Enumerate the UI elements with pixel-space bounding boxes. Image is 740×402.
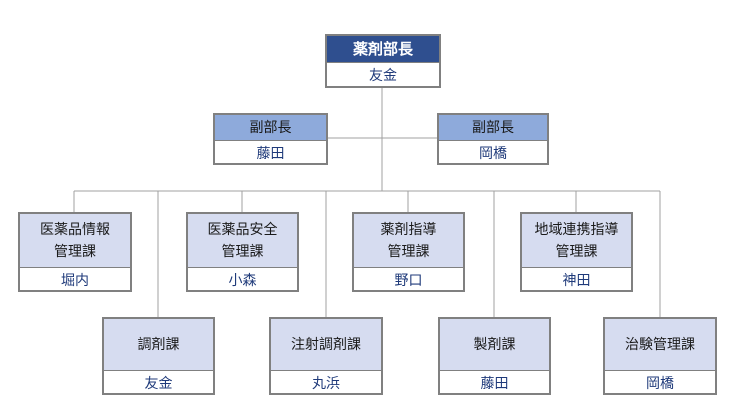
dept-box: 調剤課 友金 [102,317,215,395]
dept-box: 地域連携指導 管理課 神田 [520,212,633,292]
dept-title: 地域連携指導 管理課 [522,214,631,268]
dept-box: 注射調剤課 丸浜 [269,317,383,395]
vice-box-left: 副部長 藤田 [213,113,328,165]
dept-title: 製剤課 [440,319,549,371]
vice-title: 副部長 [215,115,326,141]
dept-box: 薬剤指導 管理課 野口 [352,212,465,292]
dept-name: 小森 [228,272,257,289]
dept-title-line: 薬剤指導 [380,221,437,238]
dept-title: 医薬品安全 管理課 [188,214,297,268]
vice-box-right: 副部長 岡橋 [437,113,549,165]
dept-name: 丸浜 [312,375,340,392]
dept-title-line: 医薬品安全 [207,221,278,238]
dept-box: 製剤課 藤田 [438,317,551,395]
dept-name: 岡橋 [646,375,674,392]
dept-title: 治験管理課 [605,319,715,371]
dept-title-line: 管理課 [54,243,96,260]
dept-title: 薬剤指導 管理課 [354,214,463,268]
head-title: 薬剤部長 [327,36,439,63]
vice-name: 藤田 [256,145,285,162]
dept-title-line: 管理課 [555,243,598,260]
dept-title-line: 地域連携指導 [534,221,619,238]
dept-name: 神田 [562,272,591,289]
dept-title: 注射調剤課 [271,319,381,371]
dept-box: 医薬品情報 管理課 堀内 [18,212,132,292]
dept-name: 藤田 [480,375,509,392]
dept-name: 堀内 [61,272,89,289]
vice-title: 副部長 [439,115,547,141]
dept-title-line: 医薬品情報 [40,221,110,238]
dept-name: 野口 [394,272,423,289]
dept-name: 友金 [144,375,173,392]
dept-title: 医薬品情報 管理課 [20,214,130,268]
dept-box: 医薬品安全 管理課 小森 [186,212,299,292]
dept-title: 調剤課 [104,319,213,371]
vice-name: 岡橋 [479,145,507,162]
dept-title-line: 管理課 [387,243,430,260]
dept-title-line: 管理課 [221,243,264,260]
head-box: 薬剤部長 友金 [325,34,441,88]
dept-box: 治験管理課 岡橋 [603,317,717,395]
head-name: 友金 [369,68,397,84]
